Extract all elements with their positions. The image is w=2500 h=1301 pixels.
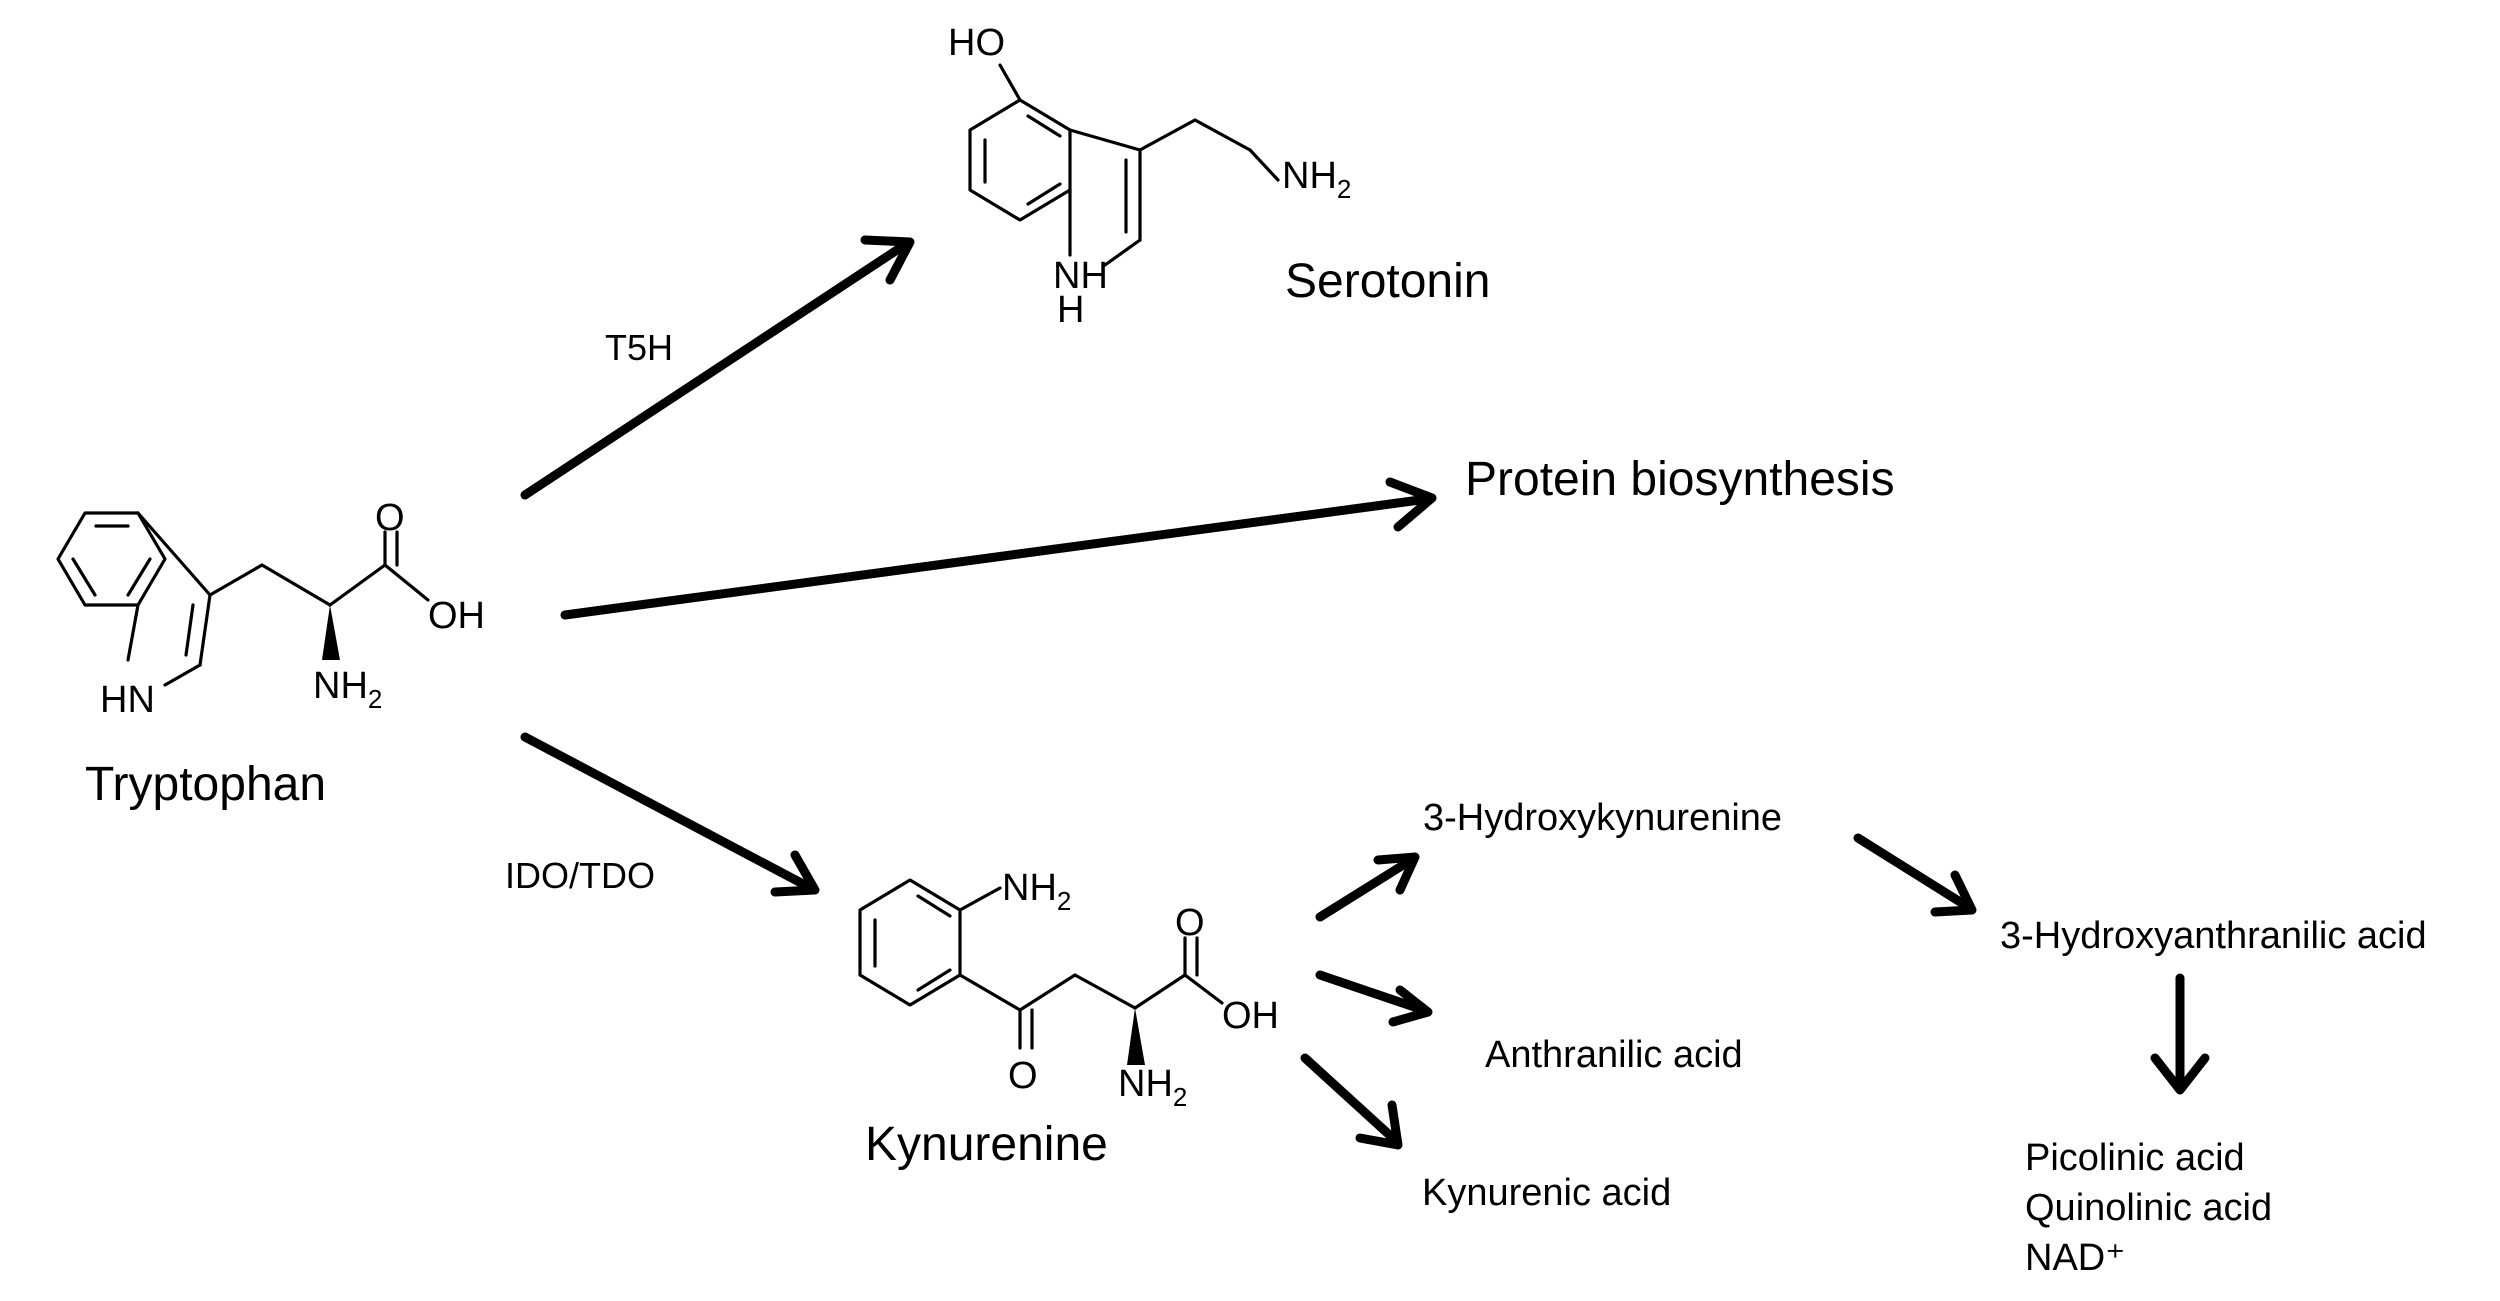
tryptophan-structure: O OH HN NH2: [56, 497, 485, 721]
arrow-tryptophan-to-kynurenine: [520, 732, 820, 897]
picolinic-acid-label: Picolinic acid: [2025, 1137, 2245, 1179]
arrow-kynurenine-to-anthranilic: [1315, 970, 1433, 1027]
arrow-hydroxyanthranilic-to-final: [2150, 973, 2210, 1095]
protein-biosynthesis-label: Protein biosynthesis: [1465, 453, 1895, 506]
kynurenine-alpha-amine: NH2: [1118, 1063, 1187, 1112]
enzyme-t5h-label: T5H: [605, 327, 673, 368]
arrow-hydroxykynurenine-to-hydroxyanthranilic: [1853, 833, 1977, 917]
arrow-kynurenine-to-kynurenic: [1300, 1053, 1403, 1150]
final-products-list: Picolinic acid Quinolinic acid NAD⁺: [2025, 1137, 2272, 1279]
kynurenine-hydroxyl: OH: [1222, 995, 1279, 1037]
tryptophan-wedge-bond: [322, 605, 340, 660]
arrow-tryptophan-to-serotonin: [520, 235, 915, 500]
serotonin-structure: HO NH2 NH H: [948, 22, 1351, 331]
serotonin-hydroxyl: HO: [948, 22, 1005, 64]
arrow-kynurenine-to-hydroxykynurenine: [1315, 852, 1420, 922]
enzyme-ido-tdo-label: IDO/TDO: [505, 855, 655, 896]
arrow-tryptophan-to-protein: [560, 477, 1437, 620]
kynurenic-acid-label: Kynurenic acid: [1422, 1172, 1671, 1214]
kynurenine-ketone-oxygen: O: [1008, 1055, 1038, 1097]
kynurenine-aryl-amine: NH2: [1002, 867, 1071, 916]
hydroxyanthranilic-acid-label: 3-Hydroxyanthranilic acid: [2000, 915, 2427, 957]
kynurenine-carbonyl-oxygen: O: [1175, 902, 1205, 944]
hydroxykynurenine-label: 3-Hydroxykynurenine: [1423, 797, 1782, 839]
tryptophan-hydroxyl: OH: [428, 595, 485, 637]
serotonin-h: H: [1057, 289, 1084, 331]
tryptophan-label: Tryptophan: [85, 758, 326, 811]
tryptophan-hn: HN: [100, 679, 155, 721]
tryptophan-carbonyl-oxygen: O: [375, 497, 405, 539]
anthranilic-acid-label: Anthranilic acid: [1485, 1034, 1743, 1076]
kynurenine-wedge-bond: [1127, 1008, 1145, 1065]
serotonin-label: Serotonin: [1285, 255, 1490, 308]
serotonin-nh: NH: [1053, 255, 1108, 297]
quinolinic-acid-label: Quinolinic acid: [2025, 1187, 2272, 1229]
tryptophan-amine: NH2: [313, 665, 382, 714]
kynurenine-label: Kynurenine: [865, 1118, 1108, 1171]
nad-plus-label: NAD⁺: [2025, 1237, 2125, 1279]
serotonin-amine: NH2: [1282, 155, 1351, 204]
kynurenine-structure: NH2 O O OH NH2: [858, 867, 1279, 1112]
